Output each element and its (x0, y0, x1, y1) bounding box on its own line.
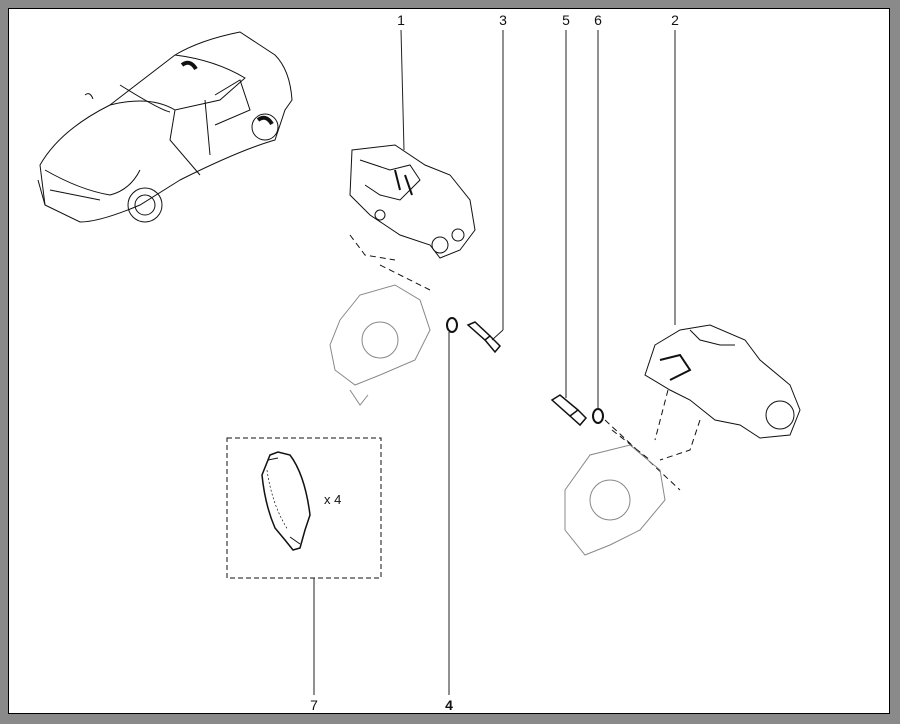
brake-pad-illustration (261, 451, 311, 551)
washer-6-illustration (592, 408, 604, 424)
callout-1: 1 (397, 12, 405, 28)
callout-7: 7 (310, 697, 318, 713)
caliper-bracket-left-illustration (329, 284, 431, 406)
car-overview-illustration (37, 31, 293, 223)
callout-3: 3 (499, 12, 507, 28)
brake-pad-kit-box (226, 437, 382, 579)
callout-6: 6 (594, 12, 602, 28)
caliper-right-illustration (604, 324, 801, 491)
callout-2: 2 (671, 12, 679, 28)
callout-5: 5 (562, 12, 570, 28)
bolt-3-illustration (466, 321, 502, 354)
caliper-left-illustration (349, 144, 476, 291)
callout-4: 4 (445, 697, 453, 713)
leader-lines (313, 29, 676, 695)
pad-quantity-label: x 4 (324, 492, 342, 507)
washer-4-illustration (446, 317, 458, 333)
caliper-bracket-right-illustration (564, 444, 666, 556)
bolt-5-illustration (550, 394, 588, 427)
